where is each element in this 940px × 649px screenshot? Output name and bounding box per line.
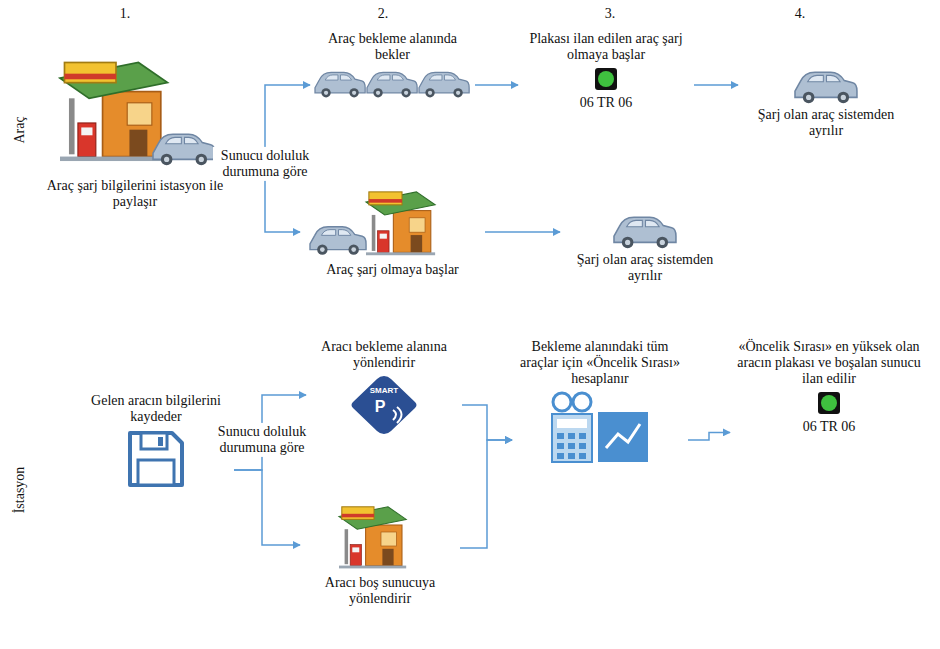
branch-label: Sunucu doluluk durumuna göre xyxy=(210,423,314,457)
step-node: Şarj olan araç sistemden ayrılır xyxy=(738,60,914,140)
plate-number: 06 TR 06 xyxy=(578,94,635,112)
station0-illustration xyxy=(45,50,225,175)
step-caption: Araç şarj bilgilerini istasyon ile payla… xyxy=(40,177,230,211)
calc-icon xyxy=(548,390,652,466)
column-number: 2. xyxy=(378,6,389,22)
flow-arrow xyxy=(234,470,300,545)
light-icon xyxy=(816,390,842,416)
station4-icon xyxy=(308,187,478,259)
step-node: «Öncelik Sırası» en yüksek olan aracın p… xyxy=(730,338,928,436)
cars3-icon xyxy=(313,66,473,106)
column-number: 1. xyxy=(120,6,131,22)
station8-icon xyxy=(335,502,425,572)
step-node: Aracı bekleme alanına yönlendirirSMART P xyxy=(306,338,462,438)
flow-arrow xyxy=(694,84,738,86)
branch-label: Sunucu doluluk durumuna göre xyxy=(213,147,317,181)
light-illustration xyxy=(816,390,842,416)
station8-illustration xyxy=(335,502,425,572)
cars3-illustration xyxy=(313,66,473,106)
step-caption: Şarj olan araç sistemden ayrılır xyxy=(738,106,914,140)
flow-arrow xyxy=(462,405,512,440)
lane-label: İstasyon xyxy=(12,467,28,514)
step-caption: Aracı boş sunucuya yönlendirir xyxy=(300,574,460,608)
step-caption: Aracı bekleme alanına yönlendirir xyxy=(306,338,462,372)
icon-text: SMART xyxy=(370,387,398,396)
step-node: Aracı boş sunucuya yönlendirir xyxy=(300,500,460,608)
floppy-illustration xyxy=(125,428,187,490)
step-node: Şarj olan araç sistemden ayrılır xyxy=(560,205,730,285)
car-icon xyxy=(610,207,680,249)
light-illustration xyxy=(593,66,619,92)
step-caption: Araç bekleme alanında bekler xyxy=(310,30,475,64)
floppy-icon xyxy=(125,428,187,490)
column-number: 4. xyxy=(795,6,806,22)
step-caption: «Öncelik Sırası» en yüksek olan aracın p… xyxy=(730,338,928,388)
step-caption: Plakası ilan edilen araç şarj olmaya baş… xyxy=(518,30,694,64)
flow-arrow xyxy=(475,84,518,86)
station0-icon xyxy=(45,50,225,175)
icon-text: P xyxy=(375,398,386,416)
smart-illustration: SMART P xyxy=(349,374,419,436)
flow-arrow xyxy=(230,85,310,150)
flow-arrow xyxy=(688,432,730,440)
plate-number: 06 TR 06 xyxy=(801,418,858,436)
step-node: Araç bekleme alanında bekler xyxy=(310,30,475,108)
step-caption: Gelen aracın bilgilerini kaydeder xyxy=(78,392,234,426)
station4-illustration xyxy=(308,187,478,259)
car-illustration xyxy=(610,207,680,249)
flow-arrow xyxy=(460,440,512,548)
step-node: Araç şarj olmaya başlar xyxy=(300,185,485,279)
step-node: Bekleme alanındaki tüm araçlar için «Önc… xyxy=(512,338,688,468)
step-caption: Şarj olan araç sistemden ayrılır xyxy=(560,251,730,285)
light-icon xyxy=(593,66,619,92)
car-icon xyxy=(791,62,861,104)
step-caption: Bekleme alanındaki tüm araçlar için «Önc… xyxy=(512,338,688,388)
car-illustration xyxy=(791,62,861,104)
lane-label: Araç xyxy=(12,116,28,143)
step-node: Araç şarj bilgilerini istasyon ile payla… xyxy=(40,48,230,211)
calc-illustration xyxy=(548,390,652,466)
step-caption: Araç şarj olmaya başlar xyxy=(324,261,461,279)
step-node: Plakası ilan edilen araç şarj olmaya baş… xyxy=(518,30,694,112)
column-number: 3. xyxy=(605,6,616,22)
flow-arrow xyxy=(485,231,560,233)
